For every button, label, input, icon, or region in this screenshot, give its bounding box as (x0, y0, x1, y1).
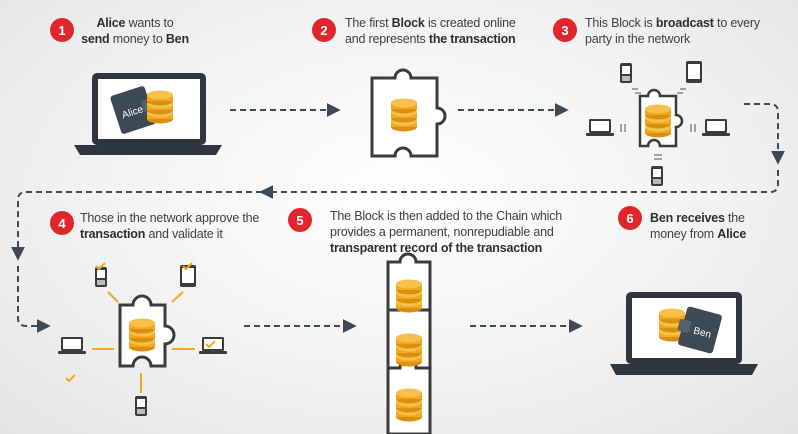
phone-icon (135, 396, 147, 416)
caption-text: and validate it (145, 227, 223, 241)
caption-text: and represents (345, 32, 429, 46)
caption-text: The first (345, 16, 392, 30)
step-1-badge: 1 (50, 18, 74, 42)
caption-text: to every (713, 16, 760, 30)
step-6-caption: Ben receives the money from Alice (650, 210, 760, 242)
caption-text: party in the network (585, 32, 691, 46)
caption-text: the transaction (428, 32, 516, 46)
caption-text: Alice (96, 16, 126, 30)
step-6-badge: 6 (618, 206, 642, 230)
dashed-arrow (11, 191, 262, 261)
coin-stack-icon (396, 388, 422, 422)
caption-text: Those in the network approve the (80, 211, 260, 225)
step-5-badge: 5 (288, 208, 312, 232)
wallet-icon: Ben (677, 306, 722, 354)
step-4-badge: 4 (50, 211, 74, 235)
phone-icon (651, 166, 663, 186)
step-2-badge: 2 (312, 18, 336, 42)
caption-text: provides a permanent, nonrepudiable and (330, 225, 554, 239)
caption-text: Block (391, 16, 425, 30)
coin-stack-icon (645, 104, 671, 138)
dashed-arrow (259, 170, 779, 199)
dashed-arrow (744, 103, 785, 165)
caption-text: the (724, 211, 745, 225)
caption-text: broadcast (655, 16, 714, 30)
caption-text: is created online (424, 16, 516, 30)
caption-text: Alice (717, 227, 747, 241)
laptop-icon (702, 119, 730, 136)
validation-arrows (92, 291, 195, 393)
coin-stack-icon (147, 90, 173, 124)
caption-text: transparent record of the transaction (330, 241, 543, 255)
step-3-badge: 3 (553, 18, 577, 42)
flow-arrows (11, 103, 785, 333)
tablet-icon (686, 61, 702, 83)
caption-text: Ben receives (650, 211, 725, 225)
step-2-caption: The first Block is created online and rep… (345, 15, 535, 47)
caption-text: This Block is (585, 16, 656, 30)
phone-icon (620, 63, 632, 83)
coin-stack-icon (391, 98, 417, 132)
caption-text: send (81, 32, 110, 46)
caption-text: money to (109, 32, 166, 46)
coin-stack-icon (396, 279, 422, 313)
laptop-icon (586, 119, 614, 136)
caption-text: Ben (165, 32, 189, 46)
laptop-icon (58, 337, 86, 354)
step-3-caption: This Block is broadcast to every party in… (585, 15, 785, 47)
step-5-caption: The Block is then added to the Chain whi… (330, 208, 580, 256)
caption-text: money from (650, 227, 718, 241)
wallet-label-ben: Ben (692, 326, 712, 341)
step-4-caption: Those in the network approve the transact… (80, 210, 280, 242)
caption-text: transaction (80, 227, 146, 241)
coin-stack-icon (129, 318, 155, 352)
checkmark-icon (65, 262, 216, 383)
dashed-arrow (17, 266, 51, 333)
caption-text: wants to (125, 16, 174, 30)
laptop-icon (199, 337, 227, 354)
phone-icon (95, 267, 107, 287)
caption-text: The Block is then added to the Chain whi… (330, 209, 563, 223)
coin-stack-icon (396, 333, 422, 367)
step-1-caption: Alice wants to send money to Ben (80, 15, 190, 47)
signal-lines (620, 88, 696, 160)
